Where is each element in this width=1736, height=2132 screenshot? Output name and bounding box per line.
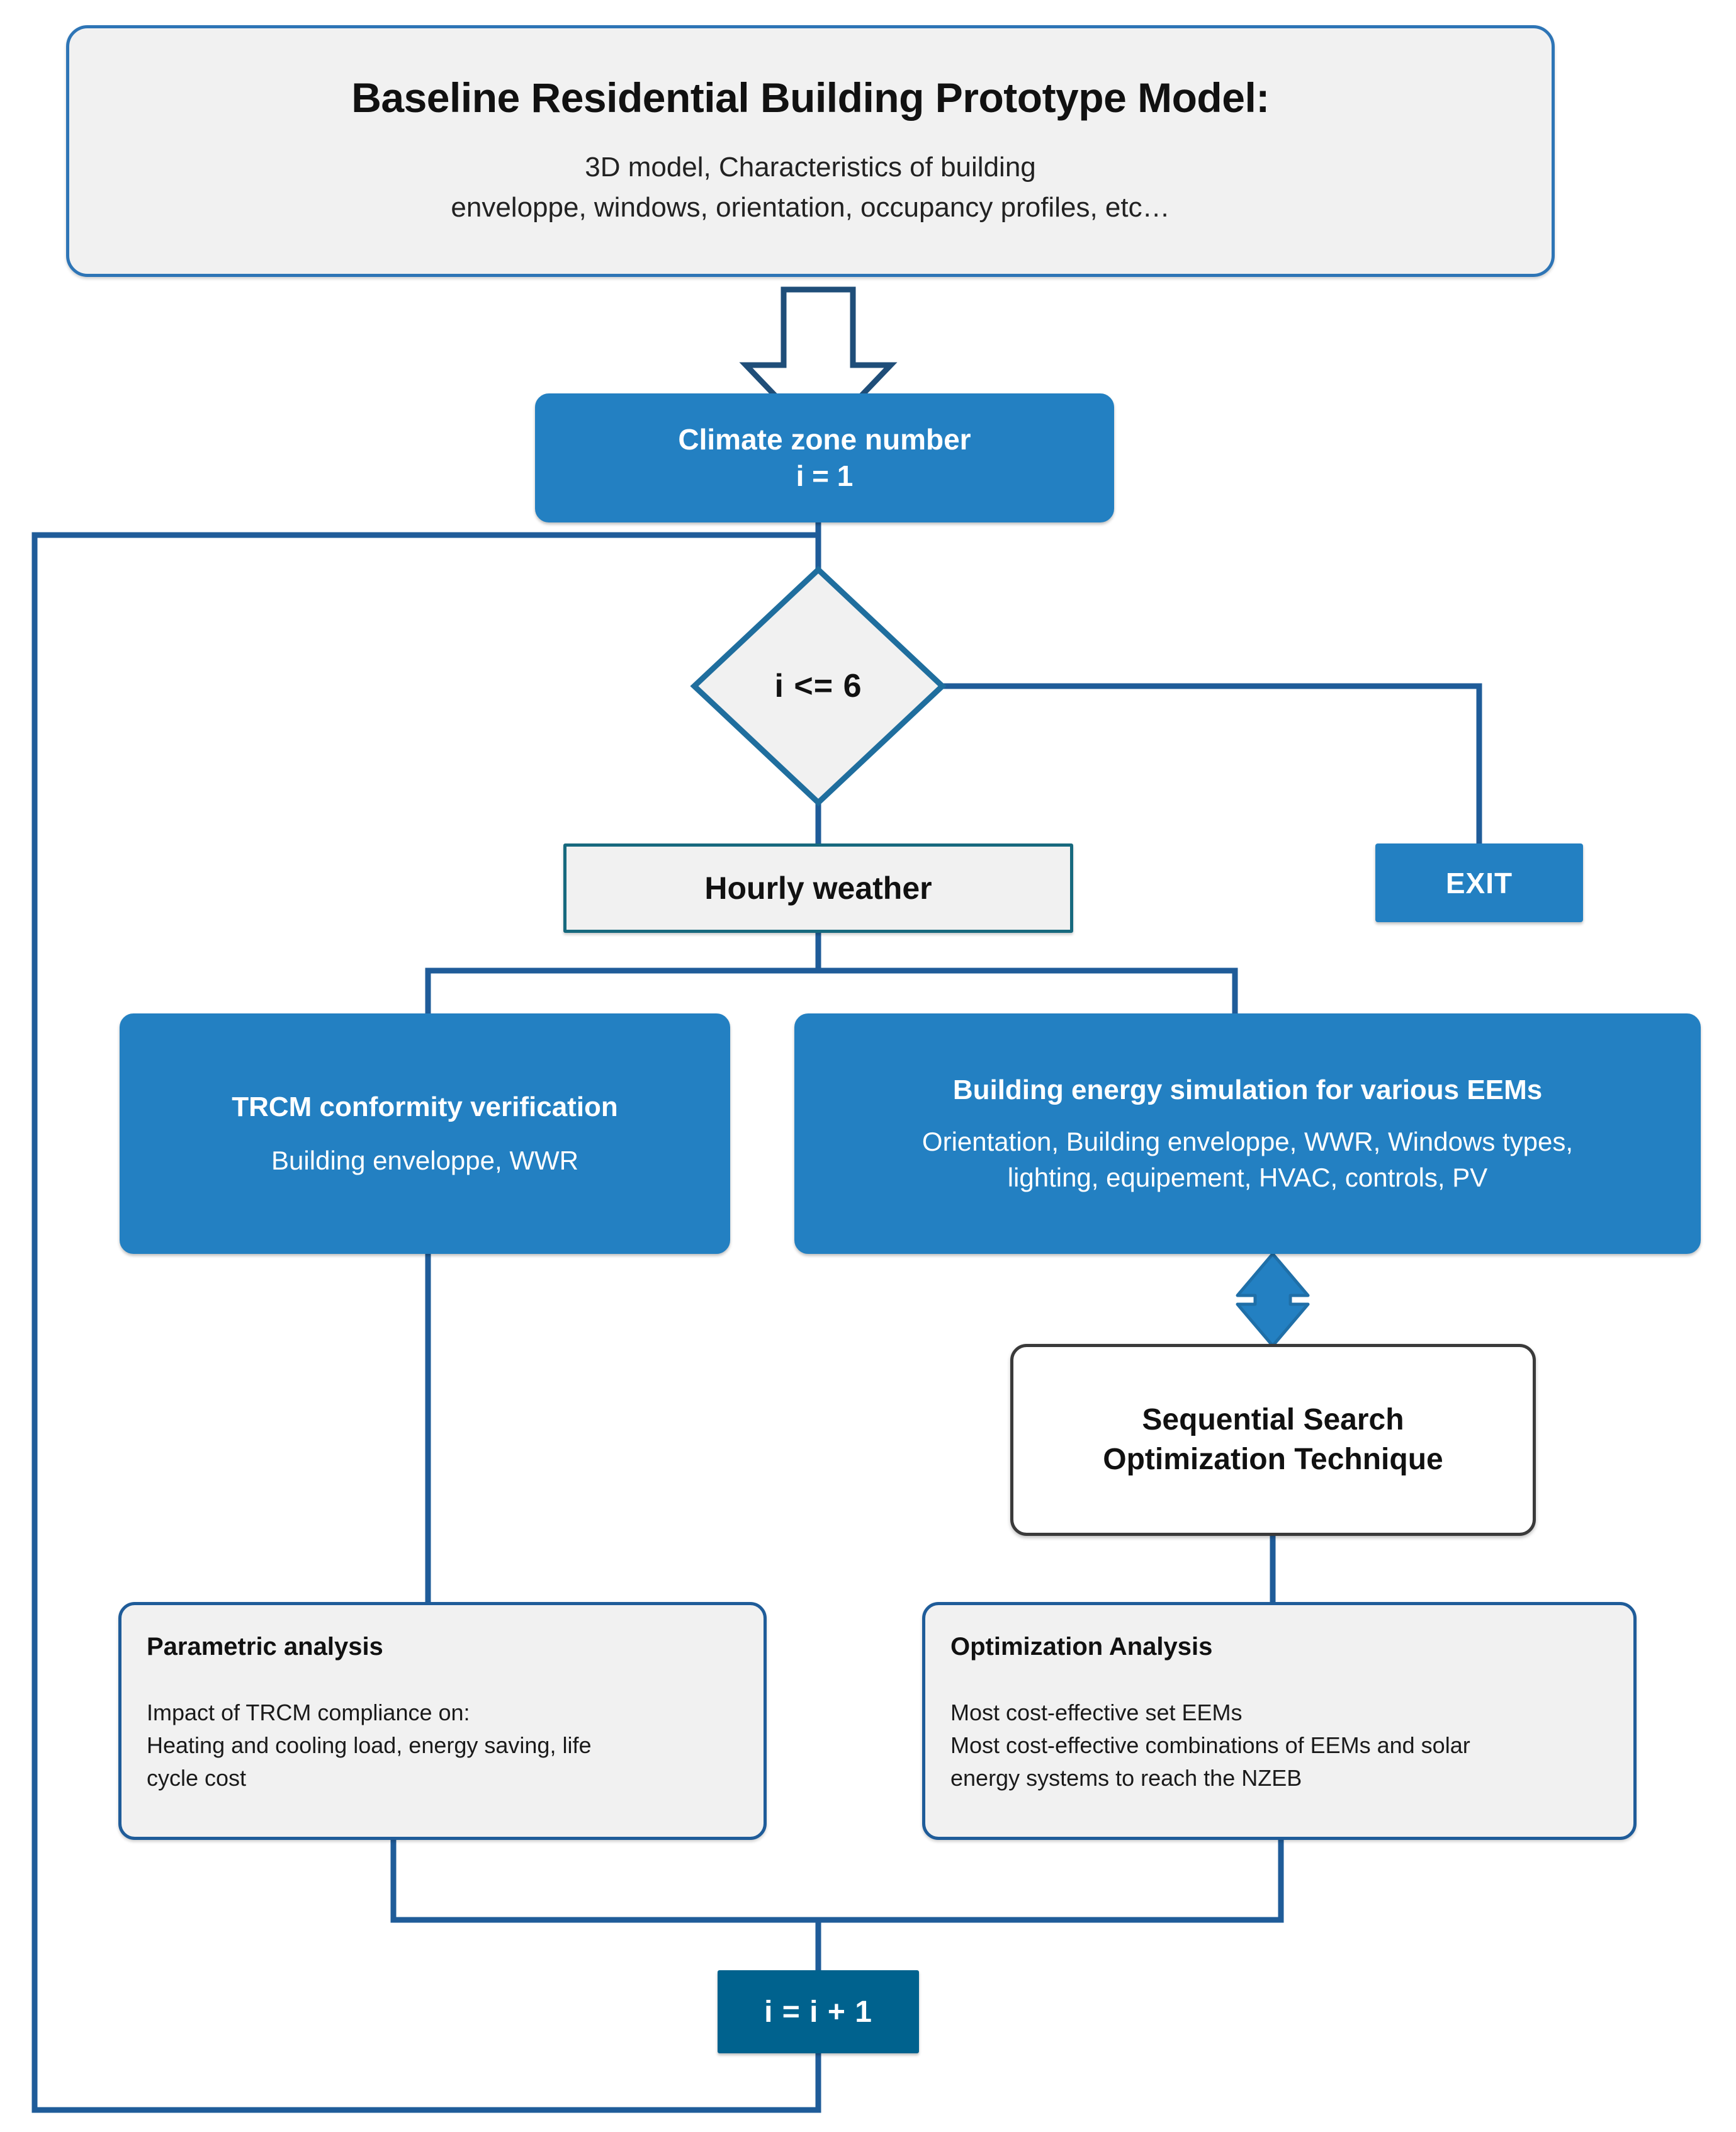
trcm-verification-box: TRCM conformity verification Building en…: [120, 1013, 730, 1254]
exit-label: EXIT: [1445, 866, 1513, 900]
trcm-title: TRCM conformity verification: [232, 1091, 618, 1123]
sequential-search-box: Sequential Search Optimization Technique: [1010, 1344, 1536, 1536]
prototype-model-box: Baseline Residential Building Prototype …: [66, 25, 1555, 277]
optimization-line-1: Most cost-effective set EEMs: [950, 1700, 1243, 1725]
sequential-search-line-1: Sequential Search: [1142, 1403, 1404, 1437]
eem-simulation-box: Building energy simulation for various E…: [794, 1013, 1701, 1254]
prototype-subtitle-line-1: 3D model, Characteristics of building: [585, 152, 1036, 183]
prototype-title: Baseline Residential Building Prototype …: [351, 74, 1270, 121]
eem-simulation-measures: Orientation, Building enveloppe, WWR, Wi…: [922, 1124, 1573, 1195]
eem-measures-line-2: lighting, equipement, HVAC, controls, PV: [1007, 1162, 1488, 1192]
parametric-analysis-title: Parametric analysis: [147, 1633, 383, 1661]
eem-simulation-title: Building energy simulation for various E…: [952, 1074, 1543, 1105]
optimization-analysis-box: Optimization Analysis Most cost-effectiv…: [922, 1602, 1637, 1840]
sequential-search-line-2: Optimization Technique: [1103, 1442, 1443, 1476]
optimization-analysis-title: Optimization Analysis: [950, 1633, 1213, 1661]
increment-counter-box: i = i + 1: [718, 1970, 919, 2053]
parametric-analysis-box: Parametric analysis Impact of TRCM compl…: [118, 1602, 767, 1840]
trcm-subtitle: Building enveloppe, WWR: [271, 1146, 578, 1176]
prototype-subtitle-line-2: enveloppe, windows, orientation, occupan…: [451, 191, 1170, 223]
double-headed-vertical-arrow-icon: [1236, 1252, 1310, 1348]
optimization-line-3: energy systems to reach the NZEB: [950, 1765, 1302, 1791]
climate-zone-counter: i = 1: [796, 459, 854, 492]
optimization-analysis-body: Most cost-effective set EEMs Most cost-e…: [950, 1696, 1470, 1795]
parametric-line-1: Impact of TRCM compliance on:: [147, 1700, 470, 1725]
hourly-weather-label: Hourly weather: [704, 871, 932, 906]
optimization-line-2: Most cost-effective combinations of EEMs…: [950, 1732, 1470, 1759]
parametric-line-3: cycle cost: [147, 1765, 247, 1791]
decision-node: i <= 6: [694, 570, 942, 803]
eem-measures-line-1: Orientation, Building enveloppe, WWR, Wi…: [922, 1126, 1574, 1156]
exit-box: EXIT: [1375, 843, 1583, 922]
climate-zone-box: Climate zone number i = 1: [535, 393, 1114, 522]
prototype-subtitle: 3D model, Characteristics of building en…: [451, 147, 1170, 228]
climate-zone-label: Climate zone number: [678, 423, 971, 456]
parametric-line-2: Heating and cooling load, energy saving,…: [147, 1732, 592, 1759]
increment-label: i = i + 1: [764, 1995, 872, 2029]
sequential-search-label: Sequential Search Optimization Technique: [1103, 1401, 1443, 1479]
decision-label: i <= 6: [774, 668, 862, 704]
parametric-analysis-body: Impact of TRCM compliance on: Heating an…: [147, 1696, 591, 1795]
hourly-weather-box: Hourly weather: [563, 843, 1073, 933]
